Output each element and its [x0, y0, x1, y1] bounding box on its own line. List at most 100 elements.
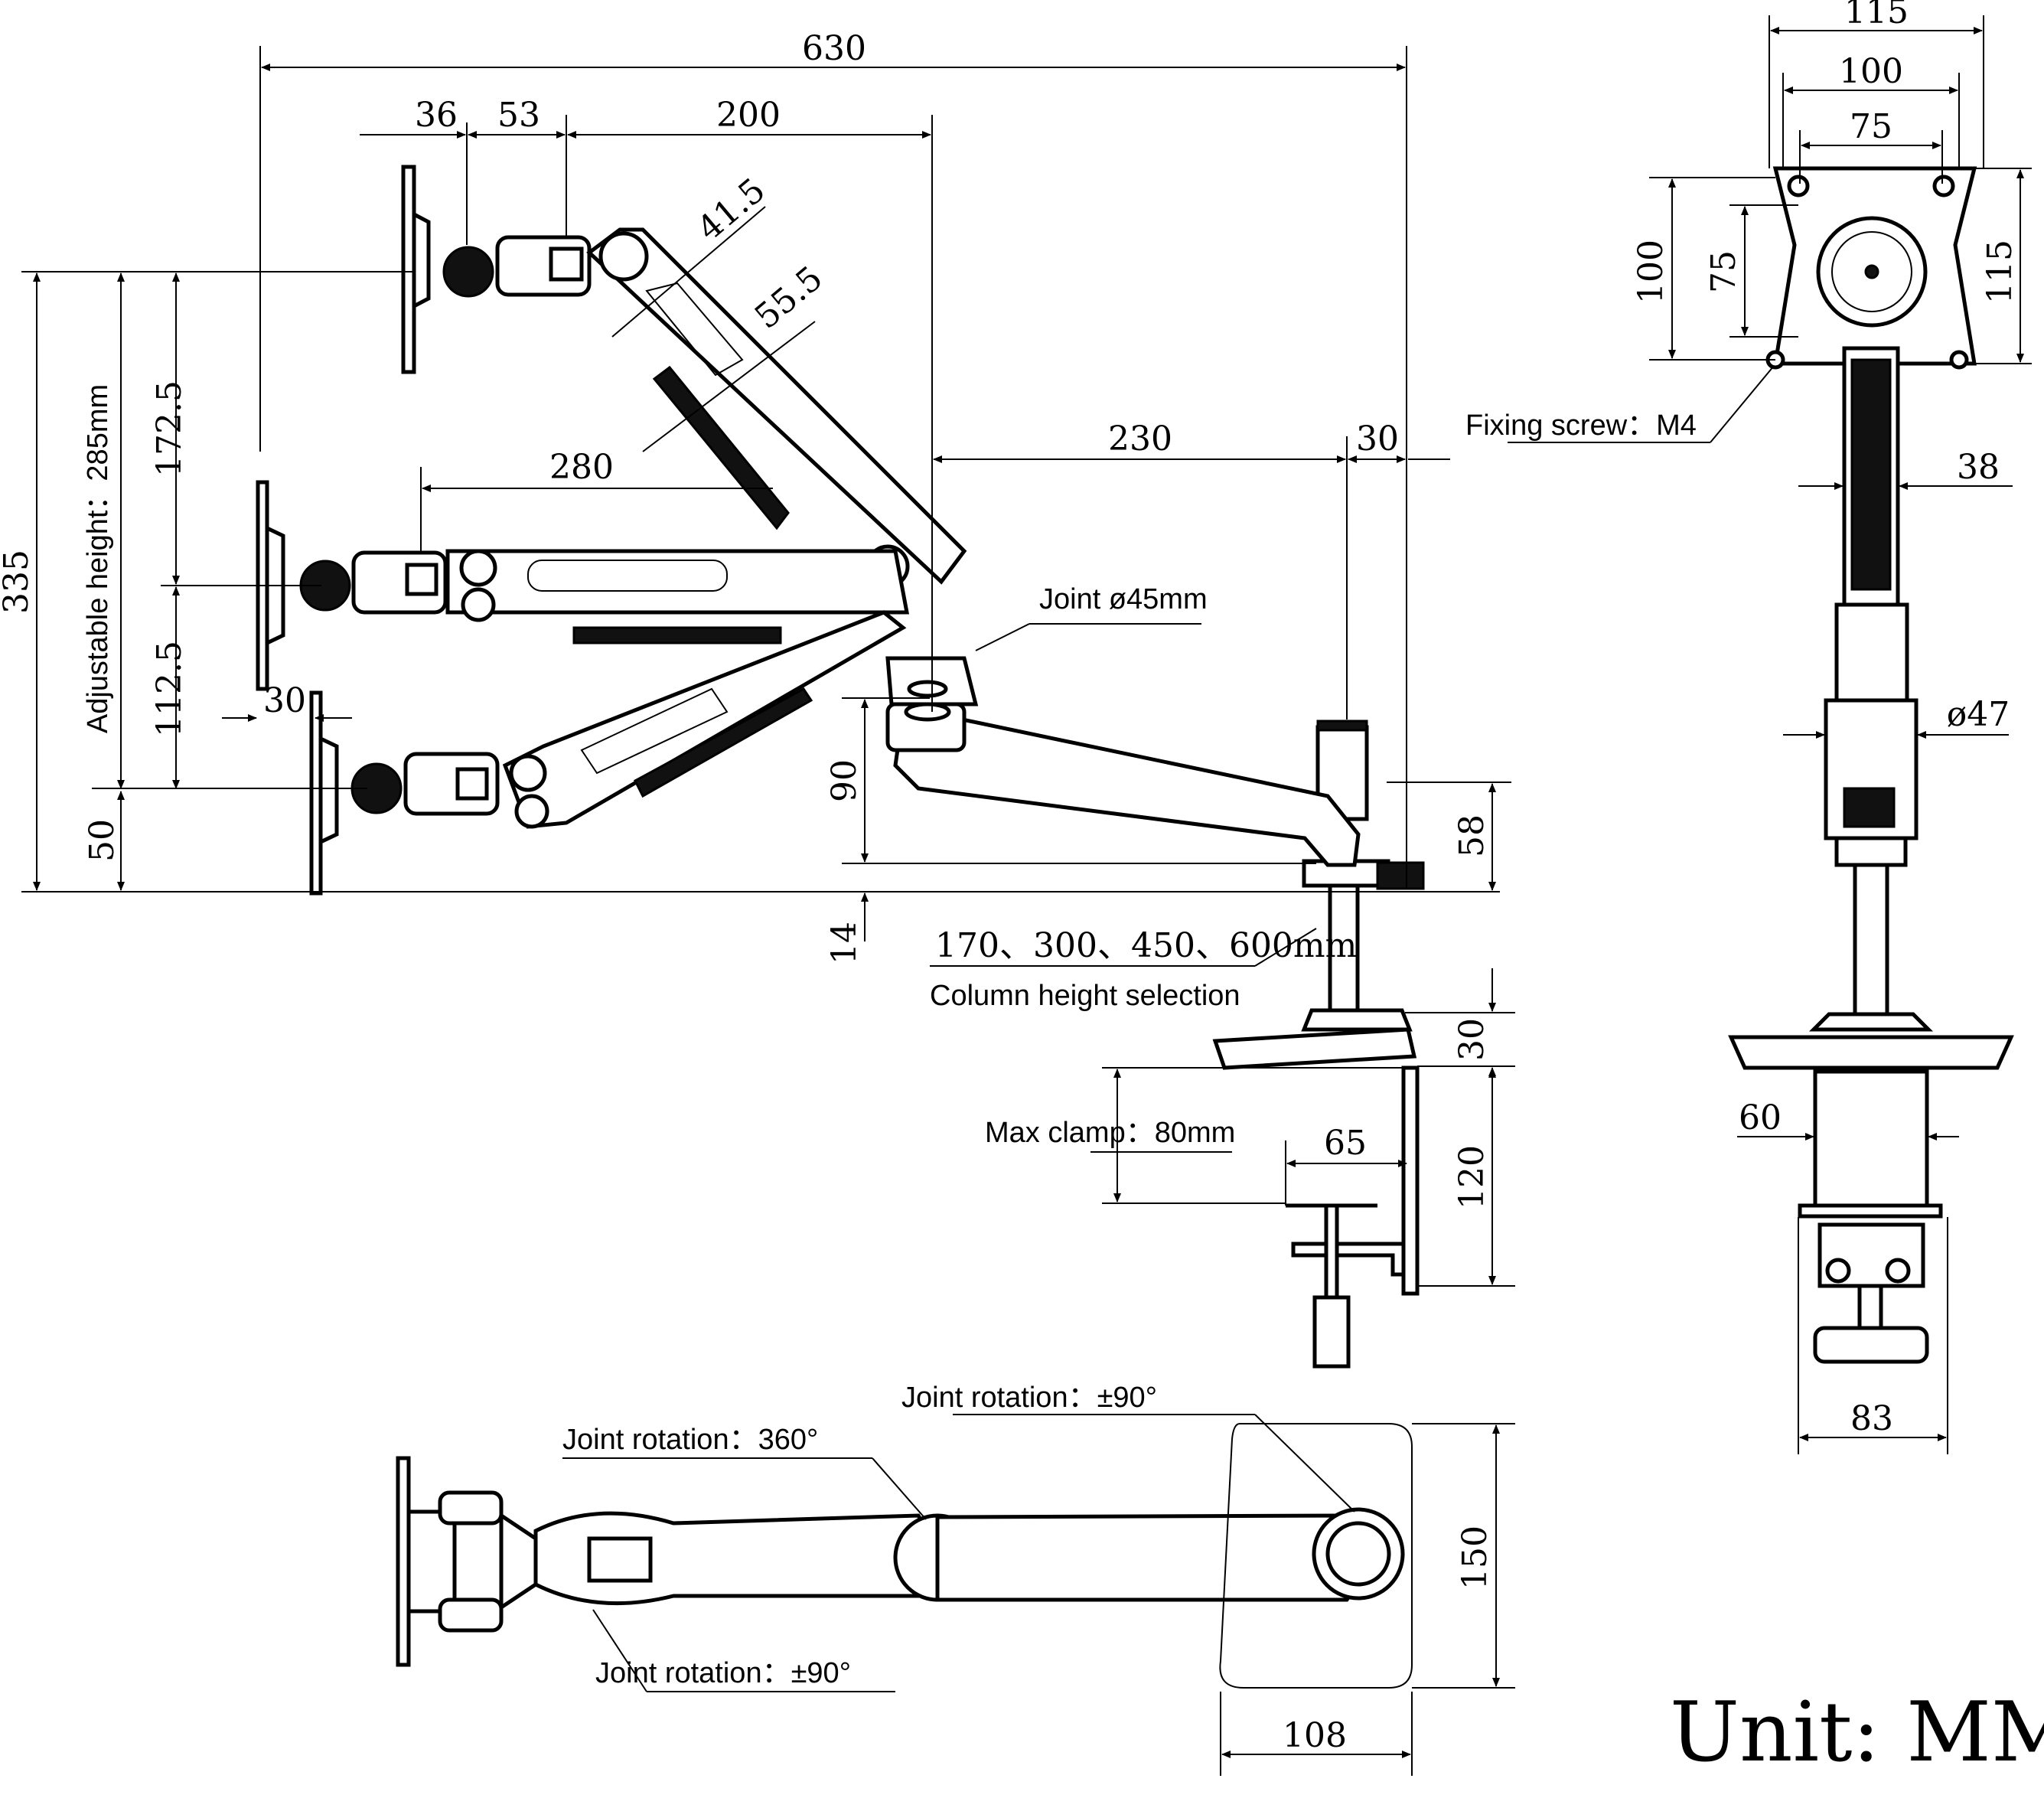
tilt-hub-ring — [1831, 231, 1912, 312]
tilt-knob-upper — [442, 246, 494, 298]
dim-90: 90 — [825, 759, 864, 802]
dim-100-top: 100 — [1839, 52, 1903, 91]
top-view: 150 108 Joint rotation：±90° Joint rotati… — [396, 1382, 1515, 1776]
upper-arm-clip-top — [587, 1536, 653, 1583]
dim-230: 230 — [1108, 419, 1172, 458]
arm-front-collar — [1834, 836, 1908, 867]
vesa-hole-br — [1949, 350, 1969, 370]
dim-50: 50 — [83, 819, 122, 862]
dim-36: 36 — [415, 96, 458, 135]
column-heights-label: 170、300、450、600mm — [935, 926, 1357, 965]
arm-position-lower — [309, 610, 907, 896]
tilt-hub-center — [1864, 264, 1879, 279]
top-dimension-lines — [562, 1414, 1515, 1776]
arm-front-spring — [1850, 358, 1892, 591]
middle-arm-pivot-top — [459, 549, 497, 587]
tilt-head-insert-upper — [549, 246, 584, 282]
clamp-rod-front — [1857, 1284, 1883, 1334]
vesa-hub-upper — [412, 210, 431, 310]
dim-53: 53 — [497, 96, 540, 135]
tilt-head-insert-middle — [405, 563, 438, 596]
vesa-hub-lower — [318, 736, 339, 845]
lower-arm-body — [893, 710, 1361, 867]
clamp-knob-front — [1813, 1326, 1929, 1364]
dim-30-top: 30 — [1356, 419, 1399, 458]
clamp-jaw — [1291, 1242, 1406, 1277]
base-flange — [1301, 1008, 1413, 1032]
base-outline-top — [1219, 1423, 1413, 1689]
tilt-bracket-top-upper — [438, 1490, 504, 1526]
dim-58: 58 — [1452, 814, 1491, 857]
unit-label: Unit: MM — [1670, 1685, 2044, 1780]
column-top-inner — [1325, 1521, 1391, 1587]
dim-115-top: 115 — [1844, 0, 1909, 31]
side-view-arm: 630 36 53 200 41.5 55.5 280 230 30 335 A… — [0, 29, 1515, 1369]
max-clamp-label: Max clamp：80mm — [985, 1117, 1235, 1149]
dim-30-base: 30 — [1452, 1018, 1491, 1061]
upper-arm-pivot-front — [598, 231, 649, 282]
clamp-screw-left — [1825, 1258, 1851, 1284]
clamp-body — [1401, 1065, 1420, 1296]
dim-75-top: 75 — [1850, 107, 1892, 146]
lower-arm-top — [935, 1513, 1381, 1602]
middle-arm-slot — [527, 560, 728, 592]
dim-55-5: 55.5 — [748, 259, 830, 337]
dim-100-left: 100 — [1632, 240, 1671, 304]
tilt-neck-top — [499, 1512, 538, 1611]
dim-150: 150 — [1456, 1526, 1495, 1590]
adjustable-height-label: Adjustable height：285mm — [82, 384, 114, 733]
dim-14: 14 — [825, 922, 864, 964]
gas-spring-middle — [572, 626, 782, 644]
upper-arm-slot — [645, 282, 744, 377]
side-dimension-lines — [21, 46, 1515, 1287]
dim-41-5: 41.5 — [690, 171, 773, 249]
elbow-joint-ring — [904, 702, 951, 722]
column-height-selection-label: Column height selection — [930, 980, 1240, 1012]
tilt-bracket-top-lower — [438, 1597, 504, 1633]
clamp-screw-right — [1885, 1258, 1911, 1284]
dim-112-5: 112.5 — [150, 641, 189, 737]
vesa-hole-tl — [1787, 175, 1810, 197]
joint-rotation-90-bottom-label: Joint rotation：±90° — [595, 1657, 851, 1689]
dim-83: 83 — [1850, 1399, 1893, 1438]
joint-diameter-label: Joint ø45mm — [1039, 583, 1208, 615]
arm-front-label — [1843, 787, 1896, 828]
dim-75-left: 75 — [1704, 250, 1743, 293]
dim-115-right: 115 — [1980, 240, 2020, 304]
front-dimension-lines — [1508, 15, 2032, 1454]
column-clamp-knob — [1376, 861, 1425, 890]
front-view: 115 100 75 100 75 115 Fixing screw：M4 38… — [1465, 0, 2032, 1454]
base-plate-front — [1728, 1035, 2014, 1070]
lower-arm — [885, 656, 1361, 867]
arm-position-middle — [256, 480, 910, 691]
front-dimension-texts: 115 100 75 100 75 115 Fixing screw：M4 38… — [1465, 0, 2020, 1438]
column-front — [1853, 863, 1889, 1016]
lower-arm-pivot-front — [509, 754, 547, 792]
side-dimension-texts: 630 36 53 200 41.5 55.5 280 230 30 335 A… — [0, 29, 1491, 1209]
lower-arm-slot — [580, 687, 729, 775]
column-assembly — [1212, 720, 1425, 1369]
clamp-plate-front — [1798, 1203, 1943, 1219]
column-cap-top — [1316, 720, 1368, 732]
base-plate — [1212, 1027, 1417, 1070]
dim-172-5: 172.5 — [150, 380, 189, 477]
clamp-screw — [1324, 1203, 1339, 1300]
gas-spring-lower — [634, 687, 813, 798]
tilt-head-insert-lower — [455, 767, 489, 801]
dim-108: 108 — [1283, 1716, 1347, 1755]
middle-arm-body — [445, 549, 910, 615]
dim-60: 60 — [1739, 1098, 1782, 1137]
fixing-screw-label: Fixing screw：M4 — [1465, 410, 1697, 442]
lower-arm-pivot-rear — [514, 794, 549, 829]
joint-rotation-90-top-label: Joint rotation：±90° — [901, 1382, 1157, 1414]
base-flange-front — [1808, 1012, 1934, 1032]
top-dimension-texts: 150 108 Joint rotation：±90° Joint rotati… — [562, 1382, 1495, 1755]
arm-front-elbow — [1834, 602, 1909, 703]
tilt-head-top — [406, 1509, 457, 1614]
dim-38: 38 — [1957, 448, 2000, 487]
dim-120: 120 — [1452, 1145, 1491, 1209]
clamp-body-front — [1813, 1069, 1929, 1212]
dim-30-left: 30 — [263, 681, 306, 720]
dim-335: 335 — [0, 550, 36, 614]
